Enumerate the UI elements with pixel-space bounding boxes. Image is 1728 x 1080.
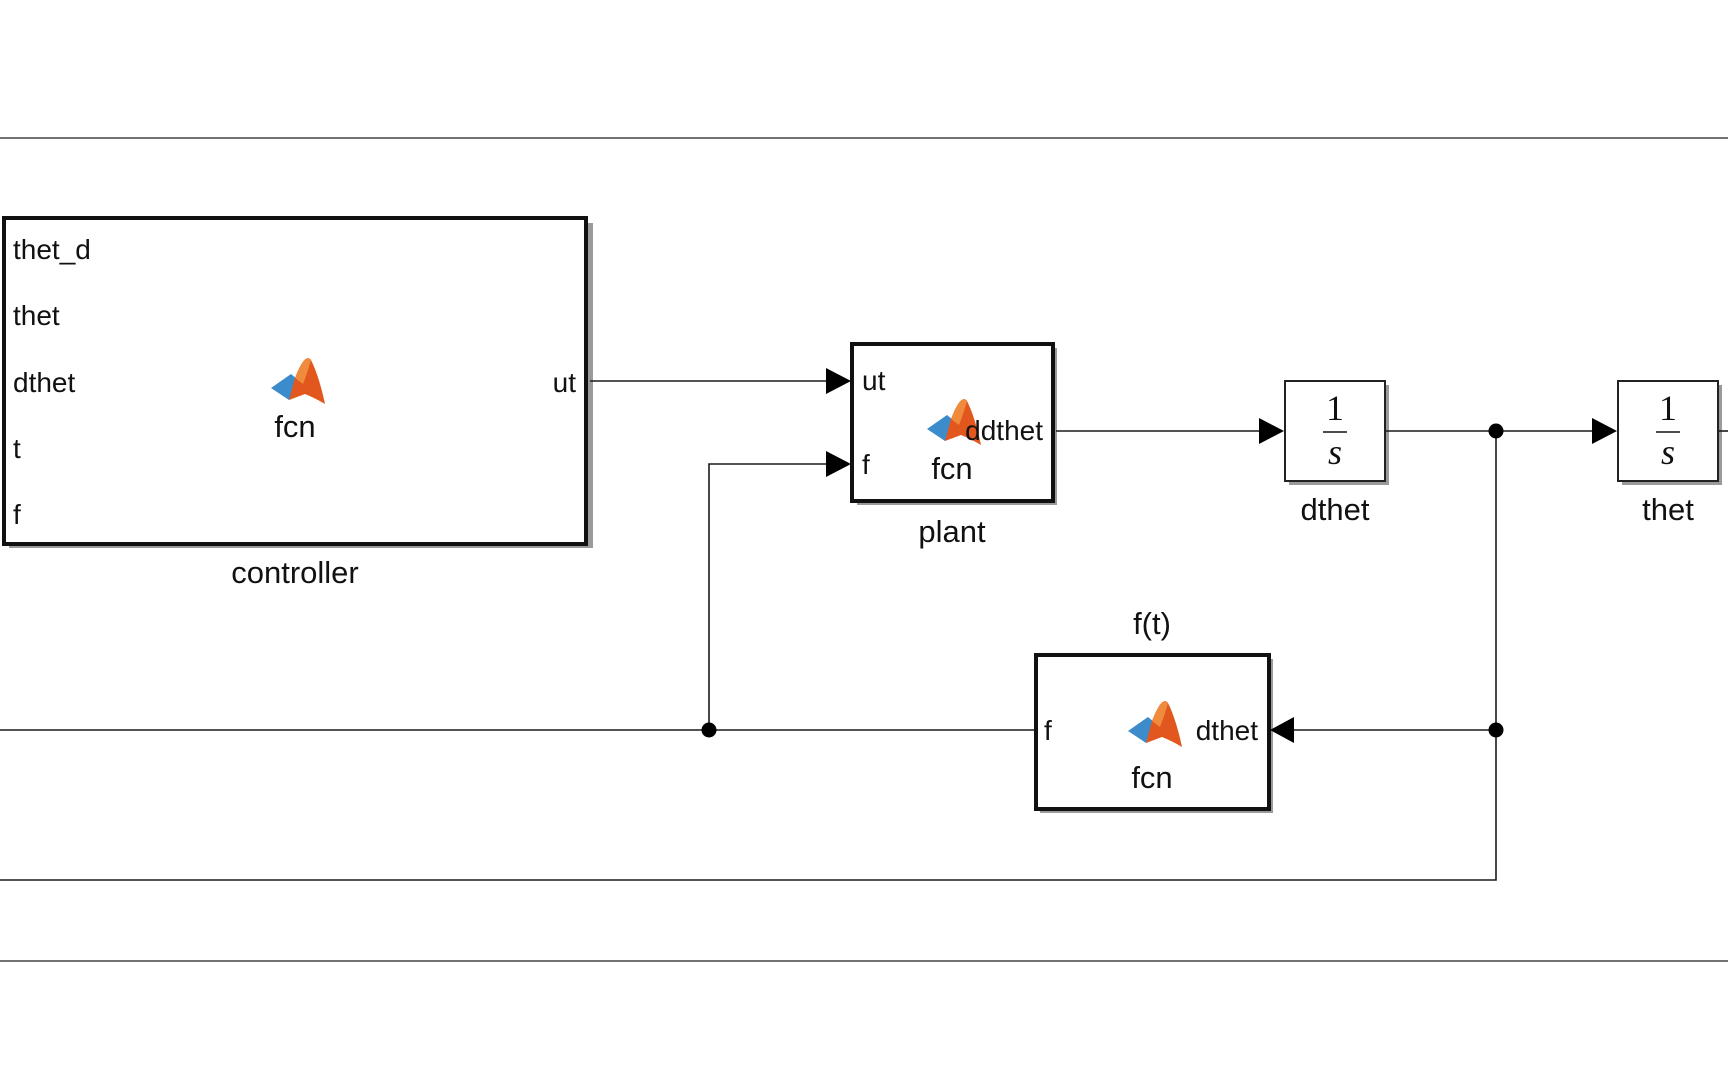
plant-block[interactable]: ut f ddthet fcn <box>850 342 1057 505</box>
controller-input-thet-d: thet_d <box>13 234 91 265</box>
junction-dot-dthet-lower <box>1488 722 1504 738</box>
junction-dot-dthet <box>1488 423 1504 439</box>
thet-integrator-block[interactable]: 1 s <box>1617 380 1722 485</box>
controller-block-name: controller <box>231 555 359 590</box>
dthet-integrator-denominator: s <box>1328 432 1342 472</box>
arrowhead-dthet-integrator <box>1259 418 1284 444</box>
controller-fcn-label: fcn <box>274 409 315 444</box>
plant-input-ut: ut <box>862 365 886 396</box>
controller-input-f: f <box>13 499 21 530</box>
controller-block[interactable]: thet_d thet dthet t f ut fcn <box>2 216 593 548</box>
controller-input-t: t <box>13 433 21 464</box>
thet-integrator-name: thet <box>1642 492 1694 527</box>
plant-block-name: plant <box>918 514 986 549</box>
arrowhead-thet-integrator <box>1592 418 1617 444</box>
ft-block[interactable]: f dthet fcn <box>1034 653 1273 813</box>
controller-input-thet: thet <box>13 300 60 331</box>
ft-input-dthet: dthet <box>1196 715 1258 746</box>
controller-output-ut: ut <box>553 367 577 398</box>
wire-f-to-plant[interactable] <box>708 463 826 730</box>
controller-input-dthet: dthet <box>13 367 75 398</box>
thet-integrator-numerator: 1 <box>1659 388 1677 428</box>
wire-dthet-branch[interactable] <box>0 431 1497 881</box>
ft-output-f: f <box>1044 715 1052 746</box>
plant-fcn-label: fcn <box>931 451 972 486</box>
dthet-integrator-name: dthet <box>1301 492 1370 527</box>
plant-input-f: f <box>862 449 870 480</box>
arrowhead-plant-ut <box>826 368 851 394</box>
dthet-integrator-block[interactable]: 1 s <box>1284 380 1389 485</box>
thet-integrator-denominator: s <box>1661 432 1675 472</box>
ft-block-name: f(t) <box>1133 606 1171 641</box>
arrowhead-plant-f <box>826 451 851 477</box>
arrowhead-ft-input <box>1270 717 1294 743</box>
ft-fcn-label: fcn <box>1131 760 1172 795</box>
junction-dot-f <box>701 722 717 738</box>
dthet-integrator-numerator: 1 <box>1326 388 1344 428</box>
plant-output-ddthet: ddthet <box>965 415 1043 446</box>
